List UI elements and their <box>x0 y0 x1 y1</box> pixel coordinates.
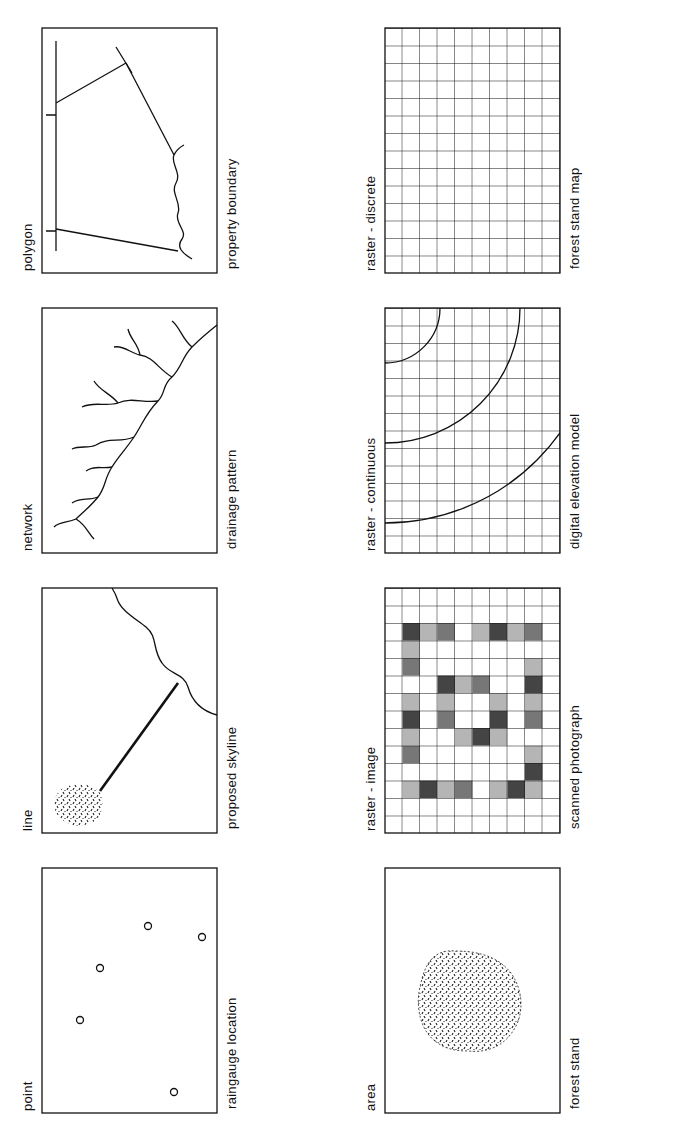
area-panel <box>385 868 560 1113</box>
panel-heading: area <box>363 1084 379 1111</box>
panel-figure: line proposed skyline <box>18 588 250 833</box>
panel-heading: raster - continuous <box>363 438 379 551</box>
polygon-panel <box>42 28 217 273</box>
panel-heading: network <box>20 503 36 551</box>
panel-caption: forest stand map <box>567 167 583 269</box>
panel-figure: raster - discrete forest stand map <box>361 28 593 273</box>
panel-figure: area forest stand <box>361 868 593 1113</box>
raster-continuous-panel <box>385 308 600 553</box>
line-panel <box>42 588 217 833</box>
panel-caption: forest stand <box>567 1037 583 1109</box>
panel-heading: polygon <box>20 223 36 271</box>
panel-figure: network drainage pattern <box>18 308 250 553</box>
point-panel <box>42 868 217 1113</box>
panel-heading: point <box>20 1081 36 1111</box>
panel-caption: drainage pattern <box>224 450 240 549</box>
panel-figure: raster - image scanned photograph <box>361 588 593 833</box>
panel-figure: point raingauge location <box>18 868 250 1113</box>
panel-figure: raster - continuous digital elevation mod… <box>361 308 593 553</box>
panel-heading: line <box>20 810 36 831</box>
raster-discrete-panel <box>385 28 560 273</box>
panel-figure: polygon property boundary <box>18 28 250 273</box>
panel-heading: raster - image <box>363 747 379 831</box>
raster-image-panel <box>385 588 560 833</box>
panel-caption: proposed skyline <box>224 727 240 829</box>
panel-caption: property boundary <box>224 158 240 269</box>
network-panel <box>42 308 217 553</box>
panel-caption: scanned photograph <box>567 705 583 829</box>
panel-caption: raingauge location <box>224 997 240 1109</box>
panel-caption: digital elevation model <box>567 413 583 549</box>
panel-heading: raster - discrete <box>363 176 379 271</box>
